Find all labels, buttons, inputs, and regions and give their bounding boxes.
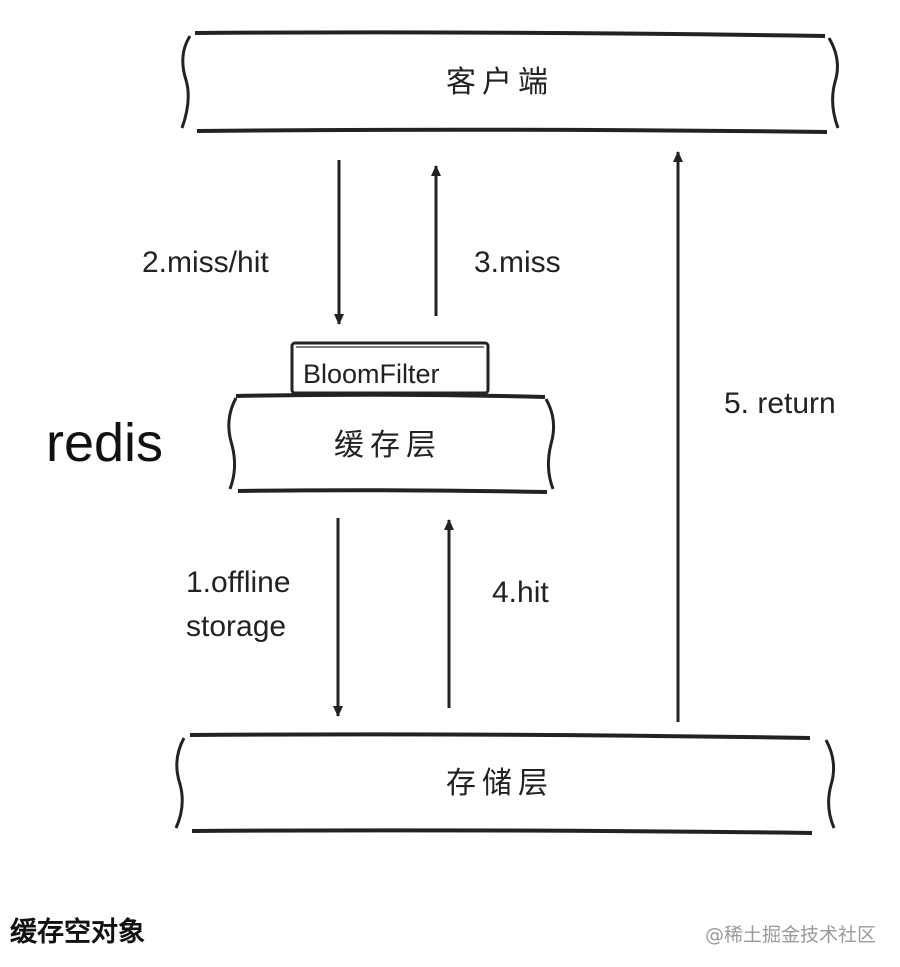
storage-edge-label: storage: [186, 610, 286, 643]
client-layer-label: 客户端: [446, 65, 554, 100]
cache-layer-box: 缓存层: [227, 392, 556, 494]
bloom-filter-box: BloomFilter: [290, 341, 490, 395]
return-label: 5. return: [724, 387, 836, 420]
hit-label: 4.hit: [492, 576, 549, 609]
storage-layer-box: 存储层: [174, 732, 836, 835]
storage-layer-label: 存储层: [446, 766, 554, 801]
miss-label: 3.miss: [474, 246, 561, 279]
client-layer-box: 客户端: [180, 30, 840, 134]
watermark: @稀土掘金技术社区: [704, 924, 876, 946]
caption-title: 缓存空对象: [10, 917, 145, 948]
bloom-filter-label: BloomFilter: [303, 359, 440, 389]
miss-hit-label: 2.miss/hit: [142, 246, 269, 279]
redis-label: redis: [46, 413, 163, 473]
offline-label: 1.offline: [186, 566, 291, 599]
cache-layer-label: 缓存层: [334, 428, 442, 463]
